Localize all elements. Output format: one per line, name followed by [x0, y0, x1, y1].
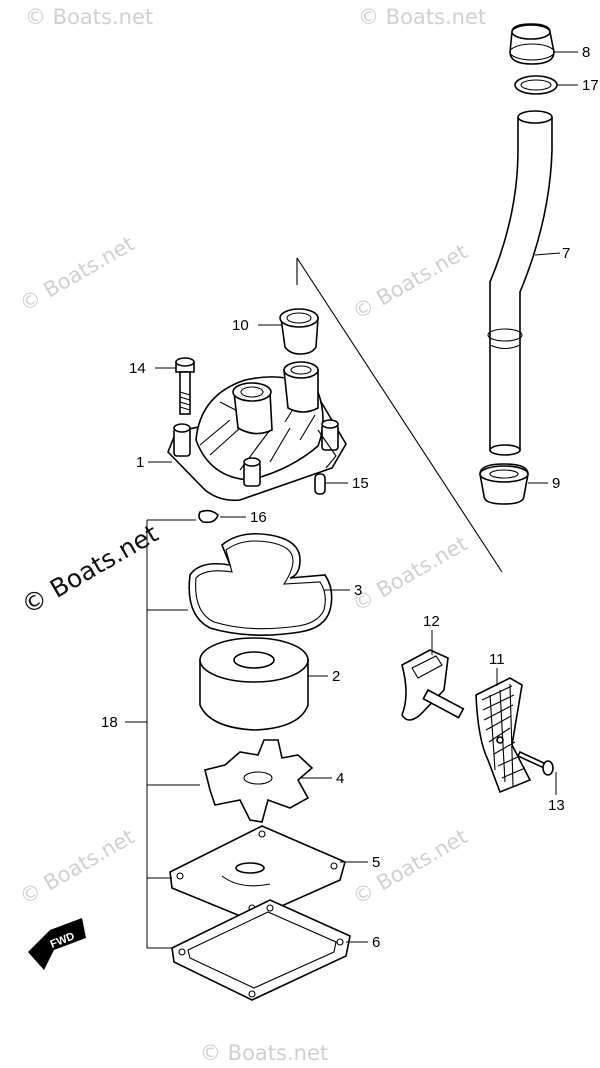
kit-18-bracket [125, 519, 200, 949]
watermark: © Boats.net [349, 239, 472, 324]
callout-15: 15 [352, 475, 369, 492]
callout-4: 4 [336, 770, 344, 787]
callout-9: 9 [552, 475, 560, 492]
callout-14: 14 [129, 360, 146, 377]
part-5-plate [169, 825, 346, 921]
part-14-bolt [175, 357, 195, 415]
callout-1: 1 [136, 454, 144, 471]
group-boundary-line [296, 257, 503, 573]
watermark: © Boats.net [358, 5, 486, 29]
part-17-o-ring [514, 75, 558, 95]
watermark: © Boats.net [25, 5, 153, 29]
part-13-screw [516, 750, 554, 776]
watermark: © Boats.net [349, 824, 472, 909]
callout-13: 13 [548, 797, 565, 814]
callout-17: 17 [582, 77, 599, 94]
callout-10: 10 [232, 317, 249, 334]
callout-16: 16 [250, 509, 267, 526]
part-7-water-tube [487, 110, 553, 456]
watermark: © Boats.net [349, 531, 472, 616]
part-2-impeller-housing [199, 637, 309, 731]
part-6-gasket [171, 899, 351, 1001]
part-3-gasket [188, 532, 333, 636]
callout-12: 12 [423, 613, 440, 630]
part-9-grommet [479, 463, 529, 505]
callout-7: 7 [562, 245, 570, 262]
part-16-key [198, 509, 219, 524]
leader-lines [148, 51, 578, 943]
callout-labels: 8 17 7 9 10 14 1 15 16 3 2 4 5 6 12 11 1… [101, 44, 599, 951]
watermark: © Boats.net [16, 231, 139, 316]
part-4-impeller [204, 739, 314, 823]
part-10-sleeve [279, 308, 319, 355]
watermark: © Boats.net [16, 824, 139, 909]
callout-6: 6 [372, 934, 380, 951]
fwd-arrow: FWD [28, 918, 86, 970]
callout-11: 11 [489, 651, 505, 668]
main-watermark: © Boats.net [17, 519, 164, 620]
part-12-bracket [401, 649, 465, 721]
callout-2: 2 [332, 668, 340, 685]
watermark: © Boats.net [200, 1041, 328, 1065]
callout-5: 5 [372, 854, 380, 871]
part-8-grommet [509, 23, 555, 65]
callout-18: 18 [101, 714, 118, 731]
callout-8: 8 [582, 44, 590, 61]
part-11-plate [475, 677, 532, 794]
callout-3: 3 [354, 582, 362, 599]
part-1-pump-case [167, 361, 347, 502]
part-15-pin [314, 473, 326, 495]
